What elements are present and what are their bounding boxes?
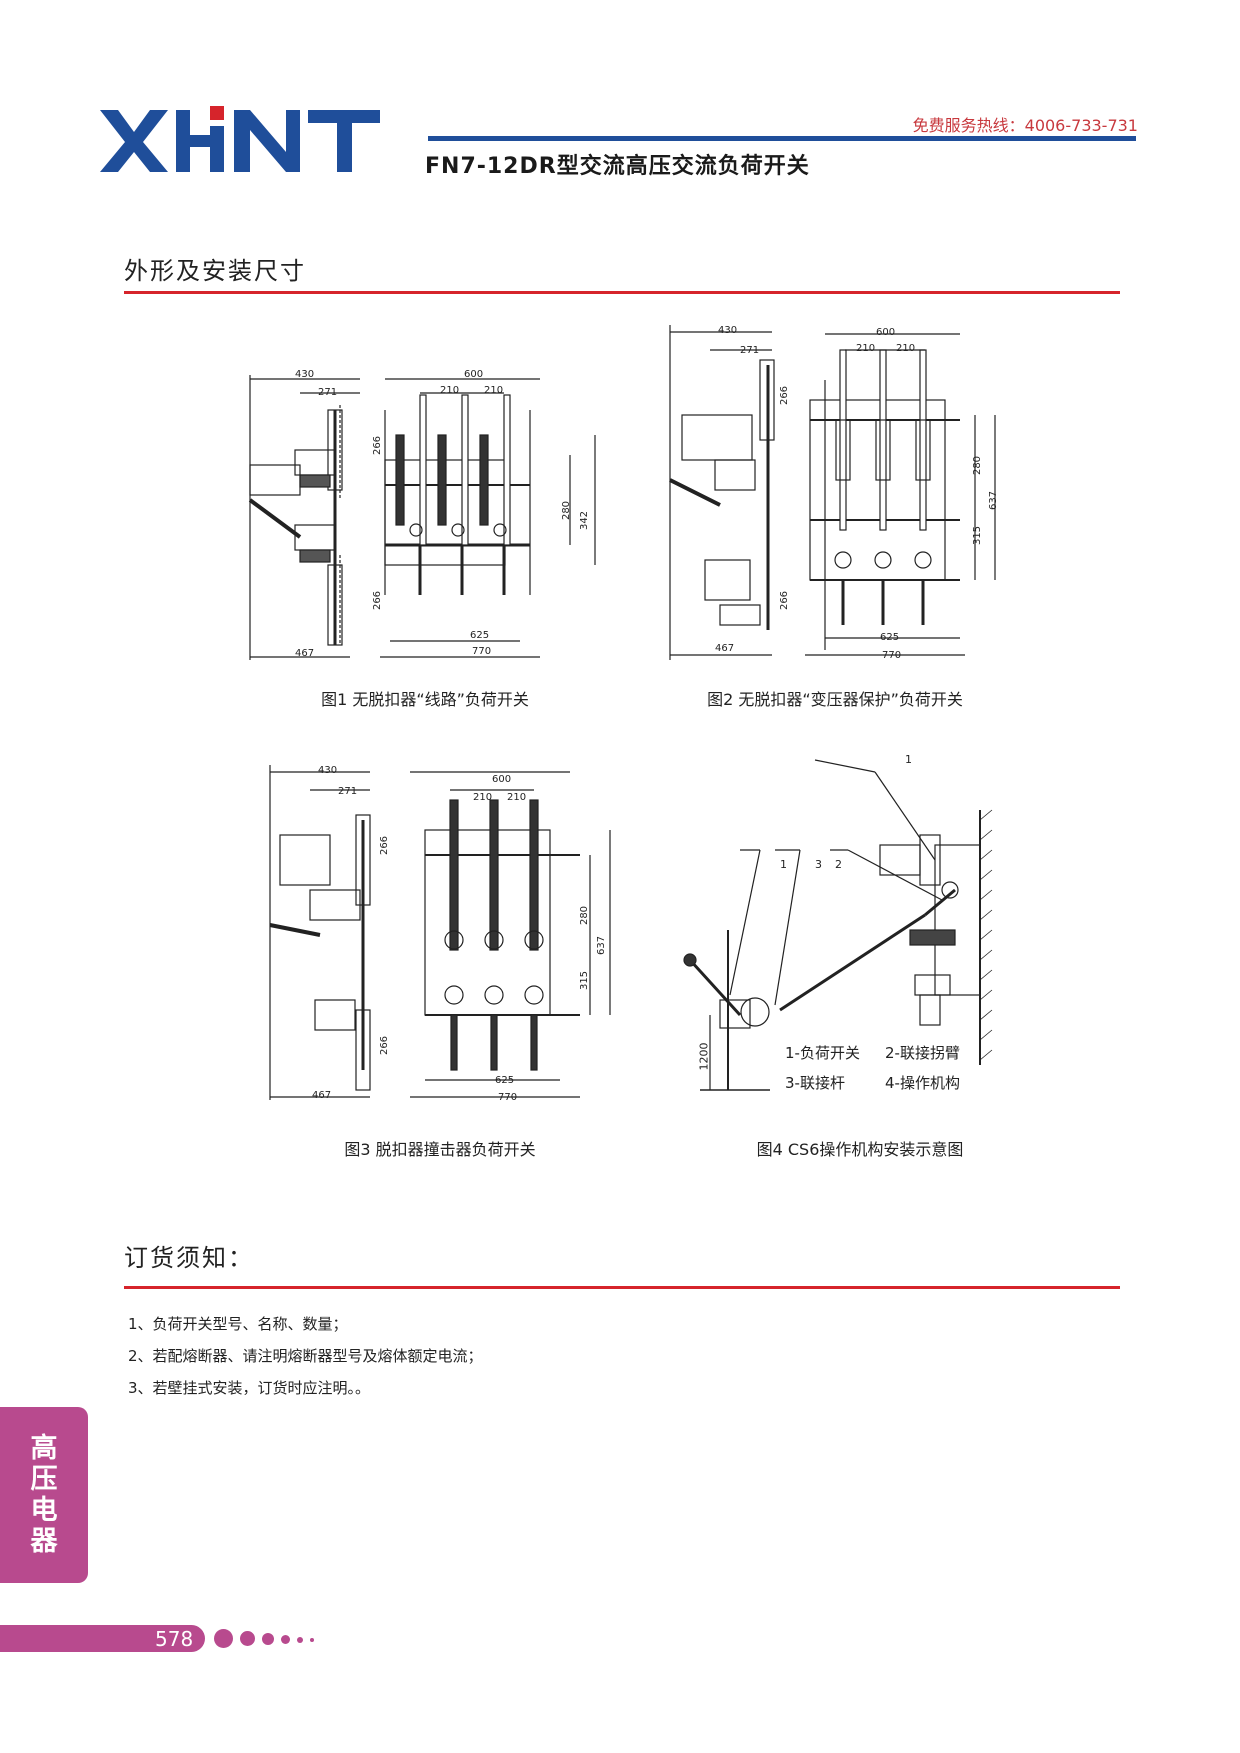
side-tab-char: 器 [30,1526,58,1557]
fig4-callout-1: 1 [780,858,787,871]
footer-dot [262,1633,274,1645]
footer-dot [214,1629,233,1648]
dim-label: 266 [779,385,791,406]
dim-label: 625 [470,630,490,641]
dim-label: 271 [338,786,358,797]
dim-label: 637 [988,490,1000,511]
side-tab-char: 电 [30,1495,58,1526]
dim-label: 467 [715,643,735,654]
footer-dot [310,1638,314,1642]
dim-label: 430 [295,369,315,380]
dim-label: 637 [596,935,608,956]
figure-3-drawing [260,760,620,1105]
dim-label: 210 [507,792,527,803]
dim-label: 280 [972,455,984,476]
dim-label: 467 [312,1090,332,1101]
dim-label: 600 [492,774,512,785]
figure-2-caption: 图2 无脱扣器“变压器保护”负荷开关 [707,690,963,709]
dim-label: 280 [579,905,591,926]
dim-label: 266 [372,435,384,456]
dim-label: 770 [498,1092,518,1103]
section-rule [124,291,1120,294]
service-hotline: 免费服务热线：4006-733-731 [912,116,1138,135]
dim-label: 430 [318,765,338,776]
side-tab-char: 高 [30,1433,58,1464]
dim-label: 210 [473,792,493,803]
dim-label: 266 [379,1035,391,1056]
ordering-note-item: 1、负荷开关型号、名称、数量； [128,1315,348,1333]
figure-1-drawing [240,365,610,665]
ordering-note-item: 2、若配熔断器、请注明熔断器型号及熔体额定电流； [128,1347,483,1365]
dim-label: 770 [882,650,902,661]
dim-label: 271 [318,387,338,398]
figure-4-drawing [680,750,1000,1115]
dim-label: 770 [472,646,492,657]
section-title-ordering: 订货须知： [124,1244,254,1272]
dim-label: 430 [718,325,738,336]
ordering-notes: 1、负荷开关型号、名称、数量； 2、若配熔断器、请注明熔断器型号及熔体额定电流；… [128,1308,483,1404]
fig4-height-dim: 1200 [697,1042,711,1071]
section-rule [124,1286,1120,1289]
fig4-callout-3: 3 [815,858,822,871]
dim-label: 315 [579,970,591,991]
dim-label: 210 [856,343,876,354]
section-title-dimensions: 外形及安装尺寸 [124,257,306,285]
footer-dot [281,1635,290,1644]
fig4-callout-2: 2 [835,858,842,871]
fig4-legend-3: 3-联接杆 [785,1074,845,1092]
page-number: 578 [155,1627,194,1651]
figure-2-drawing [660,320,1000,665]
dim-label: 210 [484,385,504,396]
footer-bar [0,1625,205,1652]
dim-label: 600 [464,369,484,380]
dim-label: 280 [561,500,573,521]
fig4-legend-2: 2-联接拐臂 [885,1044,960,1062]
ordering-note-item: 3、若壁挂式安装，订货时应注明。。 [128,1379,371,1397]
dim-label: 266 [779,590,791,611]
fig4-callout-1-top: 1 [905,753,912,766]
fig4-legend-4: 4-操作机构 [885,1074,960,1092]
dim-label: 271 [740,345,760,356]
dim-label: 625 [880,632,900,643]
dim-label: 266 [372,590,384,611]
dim-label: 315 [972,525,984,546]
header-rule [428,136,1136,141]
figure-1-caption: 图1 无脱扣器“线路”负荷开关 [321,690,529,709]
document-title: FN7-12DR型交流高压交流负荷开关 [425,154,810,179]
figure-3-caption: 图3 脱扣器撞击器负荷开关 [344,1140,536,1159]
footer-dot [240,1631,255,1646]
dim-label: 266 [379,835,391,856]
company-logo [100,100,390,180]
footer-dot [297,1637,303,1643]
dim-label: 600 [876,327,896,338]
category-side-tab: 高 压 电 器 [0,1407,88,1583]
fig4-legend-1: 1-负荷开关 [785,1044,860,1062]
dim-label: 342 [579,510,591,531]
dim-label: 210 [440,385,460,396]
side-tab-char: 压 [30,1464,58,1495]
dim-label: 625 [495,1075,515,1086]
dim-label: 210 [896,343,916,354]
figure-4-caption: 图4 CS6操作机构安装示意图 [756,1140,964,1159]
dim-label: 467 [295,648,315,659]
